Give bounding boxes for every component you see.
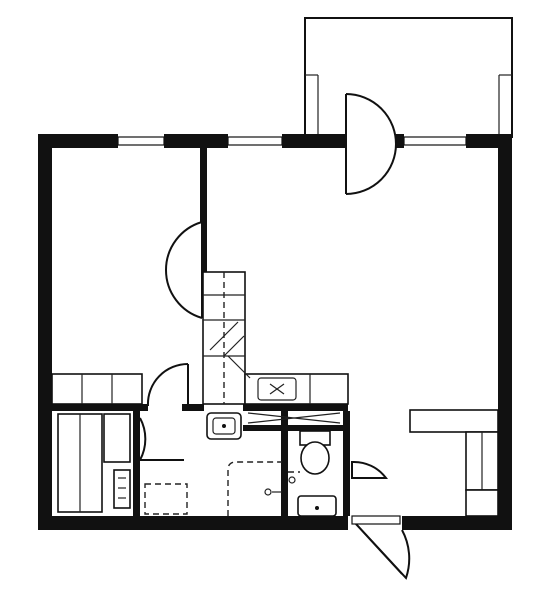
door-swing-icon — [351, 460, 388, 479]
toilet-icon — [300, 441, 330, 475]
hall-door — [138, 417, 184, 461]
window-icon — [403, 136, 467, 146]
balcony-door — [345, 93, 397, 195]
window-icon — [227, 136, 283, 146]
hall-bedroom-door — [146, 362, 189, 407]
bedroom-door — [165, 221, 203, 319]
stove-icon — [113, 469, 131, 509]
door-swing-icon — [165, 221, 203, 319]
wardrobe — [202, 271, 246, 405]
entrance-hall-closet — [57, 413, 131, 513]
exterior-walls — [38, 134, 512, 530]
bedroom-cabinets — [51, 373, 143, 405]
hall-basin — [206, 412, 242, 440]
windows — [117, 136, 467, 146]
shelf-strip — [247, 412, 341, 424]
bathroom — [144, 461, 282, 516]
interior-walls — [52, 148, 350, 516]
sink-icon — [257, 377, 297, 401]
window-icon — [117, 136, 165, 146]
door-swing-icon — [138, 417, 184, 461]
door-swing-icon — [146, 362, 189, 407]
balcony — [304, 17, 513, 138]
entry-door — [351, 460, 411, 580]
door-swing-icon — [345, 93, 397, 195]
kitchen-counter — [227, 355, 349, 405]
wc — [288, 430, 337, 517]
living-cabinet — [409, 409, 499, 517]
